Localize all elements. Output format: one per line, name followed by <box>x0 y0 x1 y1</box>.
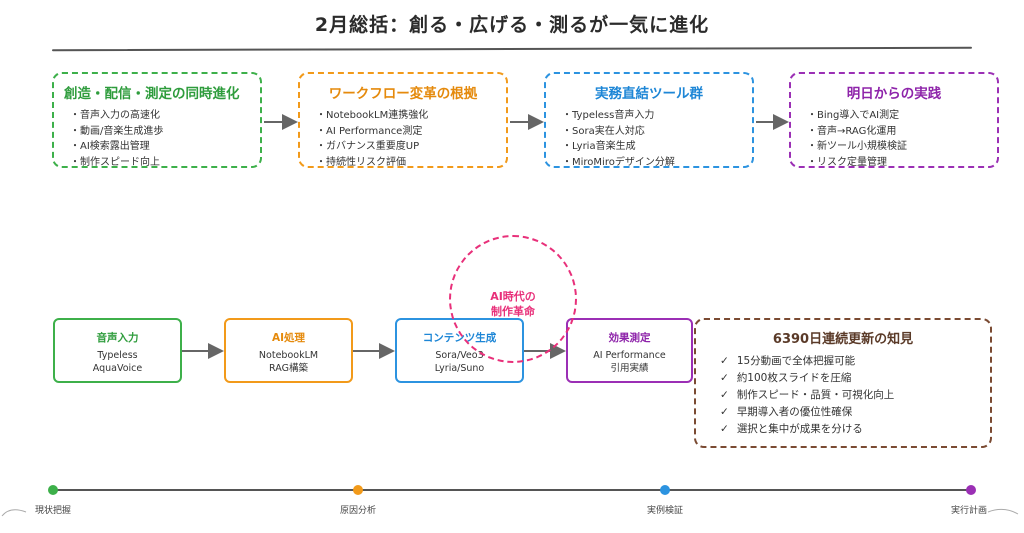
timeline-dot <box>966 485 976 495</box>
flow-box-line: 引用実績 <box>610 363 649 374</box>
box-tomorrow-practice: 明日からの実践 Bing導入でAI測定 音声→RAG化運用 新ツール小規模検証 … <box>789 72 999 168</box>
timeline-dot <box>353 485 363 495</box>
circle-label-line: AI時代の <box>490 290 536 303</box>
box-title: 創造・配信・測定の同時進化 <box>64 86 240 102</box>
list-item: ガバナンス重要度UP <box>316 139 496 155</box>
flow-box-line: NotebookLM <box>258 350 319 361</box>
list-item: 新ツール小規模検証 <box>807 139 987 155</box>
box-workflow-rationale: ワークフロー変革の根拠 NotebookLM連携強化 AI Performanc… <box>298 72 508 168</box>
page-title: 2月総括：創る・広げる・測るが一気に進化 <box>314 14 710 36</box>
flow-box-title: 音声入力 <box>96 332 139 344</box>
timeline-label: 実行計画 <box>950 506 988 516</box>
flow-box-line: Typeless <box>97 350 138 361</box>
list-item: Sora実在人対応 <box>562 124 742 140</box>
insight-title: 6390日連続更新の知見 <box>772 332 914 347</box>
flow-box-effect-measurement: 効果測定 AI Performance 引用実績 <box>566 318 693 383</box>
list-item: 制作スピード向上 <box>70 155 250 171</box>
list-item: AI検索露出管理 <box>70 139 250 155</box>
check-item: 制作スピード・品質・可視化向上 <box>720 387 974 404</box>
list-item: リスク定量管理 <box>807 155 987 171</box>
list-item: Lyria音楽生成 <box>562 139 742 155</box>
list-item: MiroMiroデザイン分解 <box>562 155 742 171</box>
decorative-curve-right <box>987 508 1019 515</box>
box-practical-tools: 実務直結ツール群 Typeless音声入力 Sora実在人対応 Lyria音楽生… <box>544 72 754 168</box>
insight-box: 6390日連続更新の知見 15分動画で全体把握可能 約100枚スライドを圧縮 制… <box>694 318 992 448</box>
box-title: 明日からの実践 <box>846 86 942 102</box>
list-item: 持続性リスク評価 <box>316 155 496 171</box>
timeline-label: 現状把握 <box>34 506 72 516</box>
flow-box-line: AquaVoice <box>92 363 143 374</box>
flow-box-voice-input: 音声入力 Typeless AquaVoice <box>53 318 182 383</box>
flow-box-ai-processing: AI処理 NotebookLM RAG構築 <box>224 318 353 383</box>
timeline-label: 実例検証 <box>646 506 684 516</box>
list-item: 音声入力の高速化 <box>70 108 250 124</box>
list-item: 動画/音楽生成進歩 <box>70 124 250 140</box>
flow-box-line: Lyria/Suno <box>434 363 485 374</box>
timeline-dot <box>660 485 670 495</box>
flow-box-line: AI Performance <box>593 350 666 361</box>
list-item: NotebookLM連携強化 <box>316 108 496 124</box>
ai-revolution-circle <box>449 235 577 363</box>
flow-box-title: 効果測定 <box>608 332 651 344</box>
circle-label-line: 制作革命 <box>491 305 535 318</box>
timeline-axis <box>52 489 972 491</box>
check-item: 約100枚スライドを圧縮 <box>720 370 974 387</box>
list-item: AI Performance測定 <box>316 124 496 140</box>
box-title: 実務直結ツール群 <box>595 86 703 102</box>
check-item: 15分動画で全体把握可能 <box>720 353 974 370</box>
list-item: 音声→RAG化運用 <box>807 124 987 140</box>
box-simultaneous-evolution: 創造・配信・測定の同時進化 音声入力の高速化 動画/音楽生成進歩 AI検索露出管… <box>52 72 262 168</box>
circle-label: AI時代の 制作革命 <box>449 289 577 319</box>
list-item: Bing導入でAI測定 <box>807 108 987 124</box>
check-item: 選択と集中が成果を分ける <box>720 421 974 438</box>
timeline-label: 原因分析 <box>339 506 377 516</box>
check-item: 早期導入者の優位性確保 <box>720 404 974 421</box>
flow-box-title: AI処理 <box>271 332 306 344</box>
decorative-curve-left <box>1 509 27 517</box>
flow-box-line: Sora/Veo3 <box>435 350 484 361</box>
box-title: ワークフロー変革の根拠 <box>328 86 478 102</box>
flow-box-line: RAG構築 <box>269 363 308 374</box>
timeline-dot <box>48 485 58 495</box>
list-item: Typeless音声入力 <box>562 108 742 124</box>
